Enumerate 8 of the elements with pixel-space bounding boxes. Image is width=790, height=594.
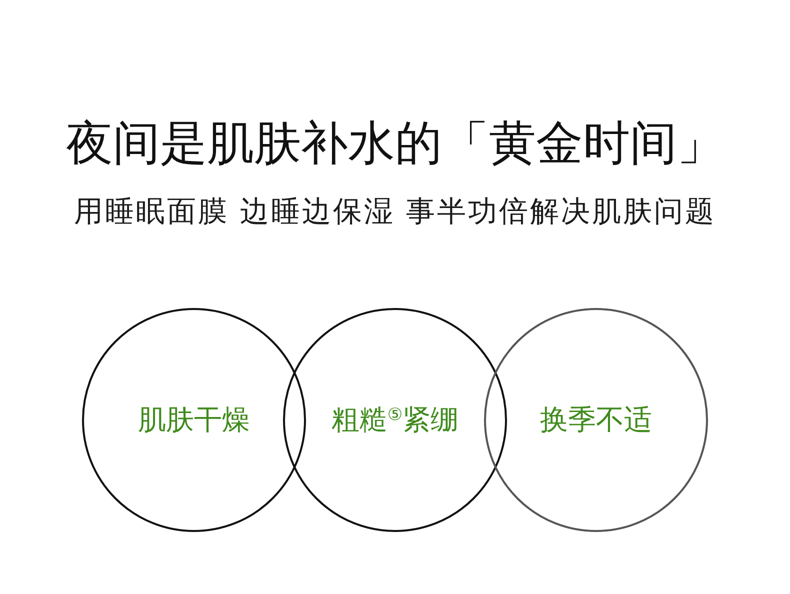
circle-label: 粗糙$^{⑤}$紧绷 bbox=[331, 403, 459, 437]
circle-label: 换季不适 bbox=[540, 403, 652, 437]
title: 夜间是肌肤补水的「黄金时间」 bbox=[66, 115, 724, 173]
circle-node bbox=[484, 308, 708, 532]
subtitle: 用睡眠面膜 边睡边保湿 事半功倍解决肌肤问题 bbox=[74, 194, 716, 228]
circle-label: 肌肤干燥 bbox=[138, 403, 250, 437]
circle-node bbox=[283, 308, 507, 532]
circle-node bbox=[82, 308, 306, 532]
